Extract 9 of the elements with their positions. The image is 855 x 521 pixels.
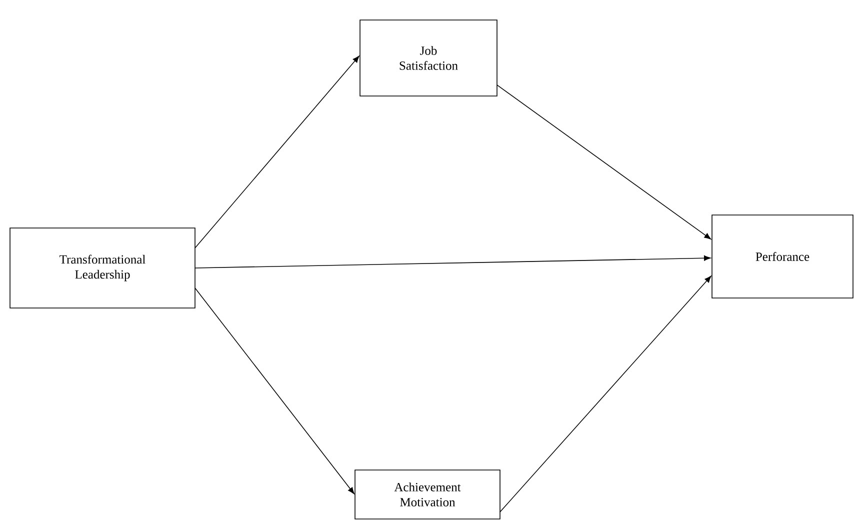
arrow — [496, 84, 712, 240]
concept-box: Perforance — [712, 214, 854, 298]
arrow — [500, 276, 712, 512]
arrow — [194, 56, 360, 248]
arrow — [194, 288, 354, 494]
concept-box: Achievement Motivation — [354, 470, 500, 520]
concept-box: Job Satisfaction — [360, 20, 498, 96]
concept-box: Transformational Leadership — [10, 228, 196, 308]
arrow — [194, 255, 711, 268]
